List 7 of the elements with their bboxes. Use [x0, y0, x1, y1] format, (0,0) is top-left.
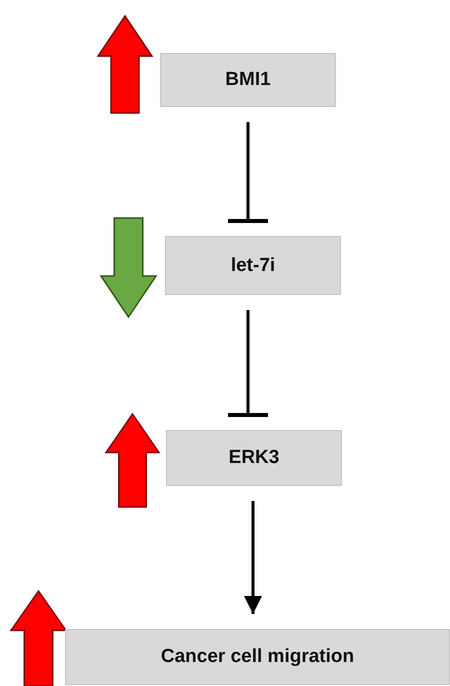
arrow — [244, 501, 262, 614]
process-box: Cancer cell migration — [65, 629, 450, 685]
process-box: ERK3 — [166, 430, 342, 486]
process-box: BMI1 — [160, 53, 336, 107]
process-box: let-7i — [165, 236, 341, 295]
inhibition-line — [228, 122, 268, 223]
inhibition-line — [228, 310, 268, 417]
